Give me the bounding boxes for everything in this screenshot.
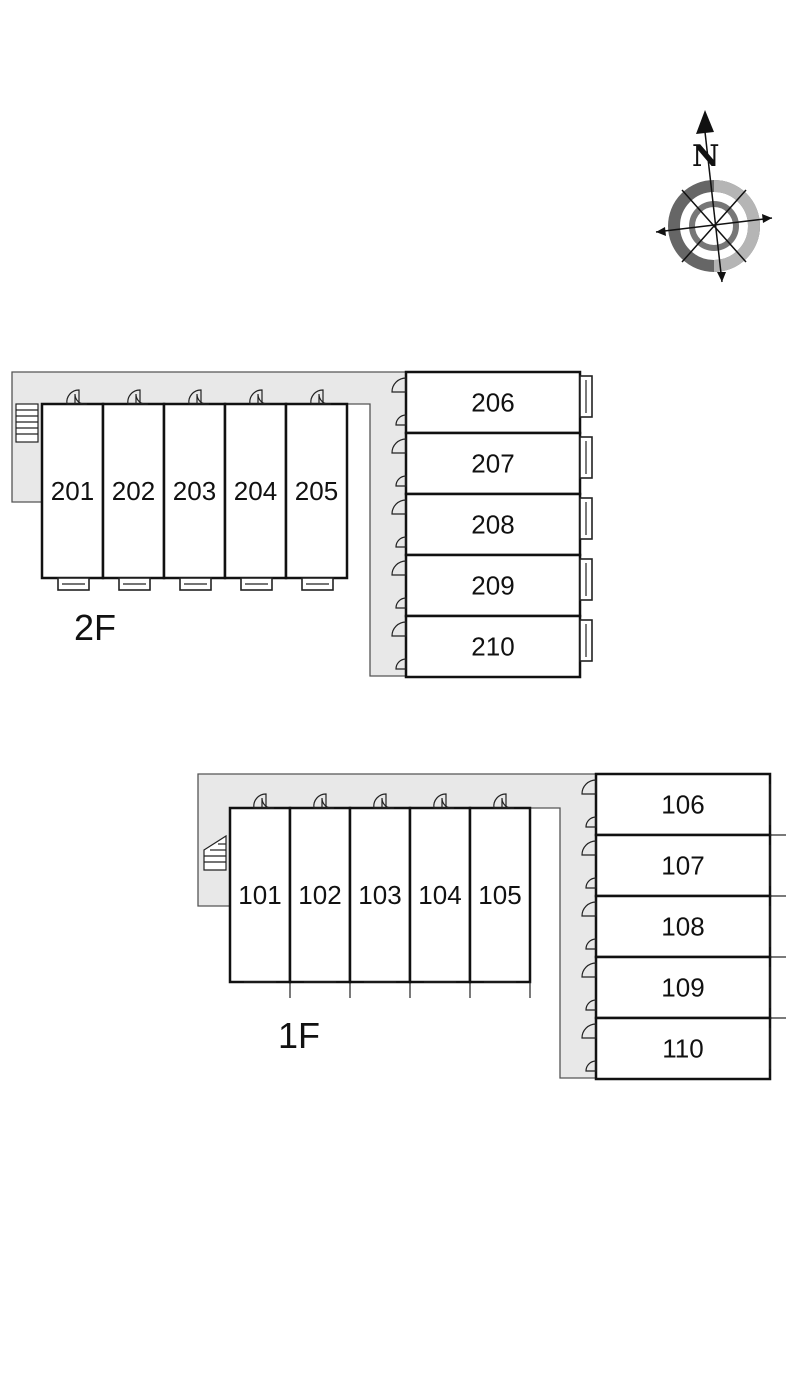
door-icon bbox=[441, 797, 455, 809]
door-icon bbox=[395, 475, 407, 487]
unit-label: 205 bbox=[295, 476, 338, 506]
staircase-icon bbox=[15, 403, 39, 443]
door-icon bbox=[585, 877, 597, 889]
unit-106[interactable]: 106 bbox=[581, 772, 772, 837]
unit-210[interactable]: 210 bbox=[391, 614, 593, 679]
unit-label: 202 bbox=[112, 476, 155, 506]
door-icon bbox=[395, 597, 407, 609]
door-icon bbox=[257, 393, 271, 405]
unit-label: 104 bbox=[418, 880, 461, 910]
unit-201[interactable]: 201 bbox=[40, 389, 105, 591]
door-icon bbox=[391, 621, 407, 637]
door-icon bbox=[395, 536, 407, 548]
door-icon bbox=[66, 389, 80, 405]
door-icon bbox=[501, 797, 515, 809]
door-icon bbox=[318, 393, 332, 405]
door-icon bbox=[395, 658, 407, 670]
door-icon bbox=[395, 414, 407, 426]
door-icon bbox=[373, 793, 387, 809]
unit-label: 204 bbox=[234, 476, 277, 506]
floor-label-1f: 1F bbox=[278, 1015, 320, 1056]
north-arrow-icon bbox=[696, 110, 714, 134]
door-icon bbox=[391, 438, 407, 454]
door-icon bbox=[261, 797, 275, 809]
unit-label: 102 bbox=[298, 880, 341, 910]
door-icon bbox=[127, 389, 141, 405]
door-icon bbox=[391, 560, 407, 576]
door-icon bbox=[581, 840, 597, 856]
floor-2f-plan: 201 202 203 204 205 206 207 208 209 210 2F bbox=[11, 370, 593, 679]
unit-205[interactable]: 205 bbox=[284, 389, 349, 591]
unit-110[interactable]: 110 bbox=[581, 1016, 786, 1081]
unit-101[interactable]: 101 bbox=[228, 793, 292, 998]
door-icon bbox=[135, 393, 149, 405]
unit-label: 207 bbox=[471, 449, 514, 479]
door-icon bbox=[581, 779, 597, 795]
door-icon bbox=[585, 816, 597, 828]
door-icon bbox=[321, 797, 335, 809]
door-icon bbox=[381, 797, 395, 809]
unit-label: 208 bbox=[471, 510, 514, 540]
unit-102[interactable]: 102 bbox=[288, 793, 352, 998]
unit-204[interactable]: 204 bbox=[223, 389, 288, 591]
unit-202[interactable]: 202 bbox=[101, 389, 166, 591]
unit-105[interactable]: 105 bbox=[468, 793, 532, 998]
door-icon bbox=[253, 793, 267, 809]
unit-107[interactable]: 107 bbox=[581, 833, 786, 898]
door-icon bbox=[188, 389, 202, 405]
unit-label: 109 bbox=[661, 973, 704, 1003]
unit-203[interactable]: 203 bbox=[162, 389, 227, 591]
unit-209[interactable]: 209 bbox=[391, 553, 593, 618]
unit-label: 210 bbox=[471, 632, 514, 662]
staircase-icon bbox=[203, 834, 227, 871]
unit-label: 105 bbox=[478, 880, 521, 910]
unit-206[interactable]: 206 bbox=[391, 370, 593, 435]
door-icon bbox=[74, 393, 88, 405]
door-icon bbox=[493, 793, 507, 809]
door-icon bbox=[581, 901, 597, 917]
unit-label: 203 bbox=[173, 476, 216, 506]
door-icon bbox=[391, 499, 407, 515]
door-icon bbox=[585, 999, 597, 1011]
door-icon bbox=[391, 377, 407, 393]
floor-1f-plan: 101 102 103 104 105 106 107 108 109 110 1F bbox=[197, 772, 786, 1081]
unit-109[interactable]: 109 bbox=[581, 955, 786, 1020]
door-icon bbox=[433, 793, 447, 809]
compass-rose: N bbox=[655, 110, 773, 283]
door-icon bbox=[585, 1060, 597, 1072]
door-icon bbox=[249, 389, 263, 405]
unit-label: 108 bbox=[661, 912, 704, 942]
unit-label: 106 bbox=[661, 790, 704, 820]
door-icon bbox=[313, 793, 327, 809]
unit-208[interactable]: 208 bbox=[391, 492, 593, 557]
unit-207[interactable]: 207 bbox=[391, 431, 593, 496]
unit-label: 110 bbox=[662, 1034, 703, 1064]
unit-label: 201 bbox=[51, 476, 94, 506]
north-label: N bbox=[692, 139, 719, 174]
unit-104[interactable]: 104 bbox=[408, 793, 472, 998]
unit-label: 101 bbox=[238, 880, 281, 910]
door-icon bbox=[196, 393, 210, 405]
door-icon bbox=[310, 389, 324, 405]
unit-108[interactable]: 108 bbox=[581, 894, 786, 959]
door-icon bbox=[581, 1023, 597, 1039]
unit-label: 107 bbox=[661, 851, 704, 881]
unit-label: 209 bbox=[471, 571, 514, 601]
door-icon bbox=[585, 938, 597, 950]
floor-label-2f: 2F bbox=[74, 607, 116, 648]
unit-label: 103 bbox=[358, 880, 401, 910]
door-icon bbox=[581, 962, 597, 978]
unit-103[interactable]: 103 bbox=[348, 793, 412, 998]
unit-label: 206 bbox=[471, 388, 514, 418]
